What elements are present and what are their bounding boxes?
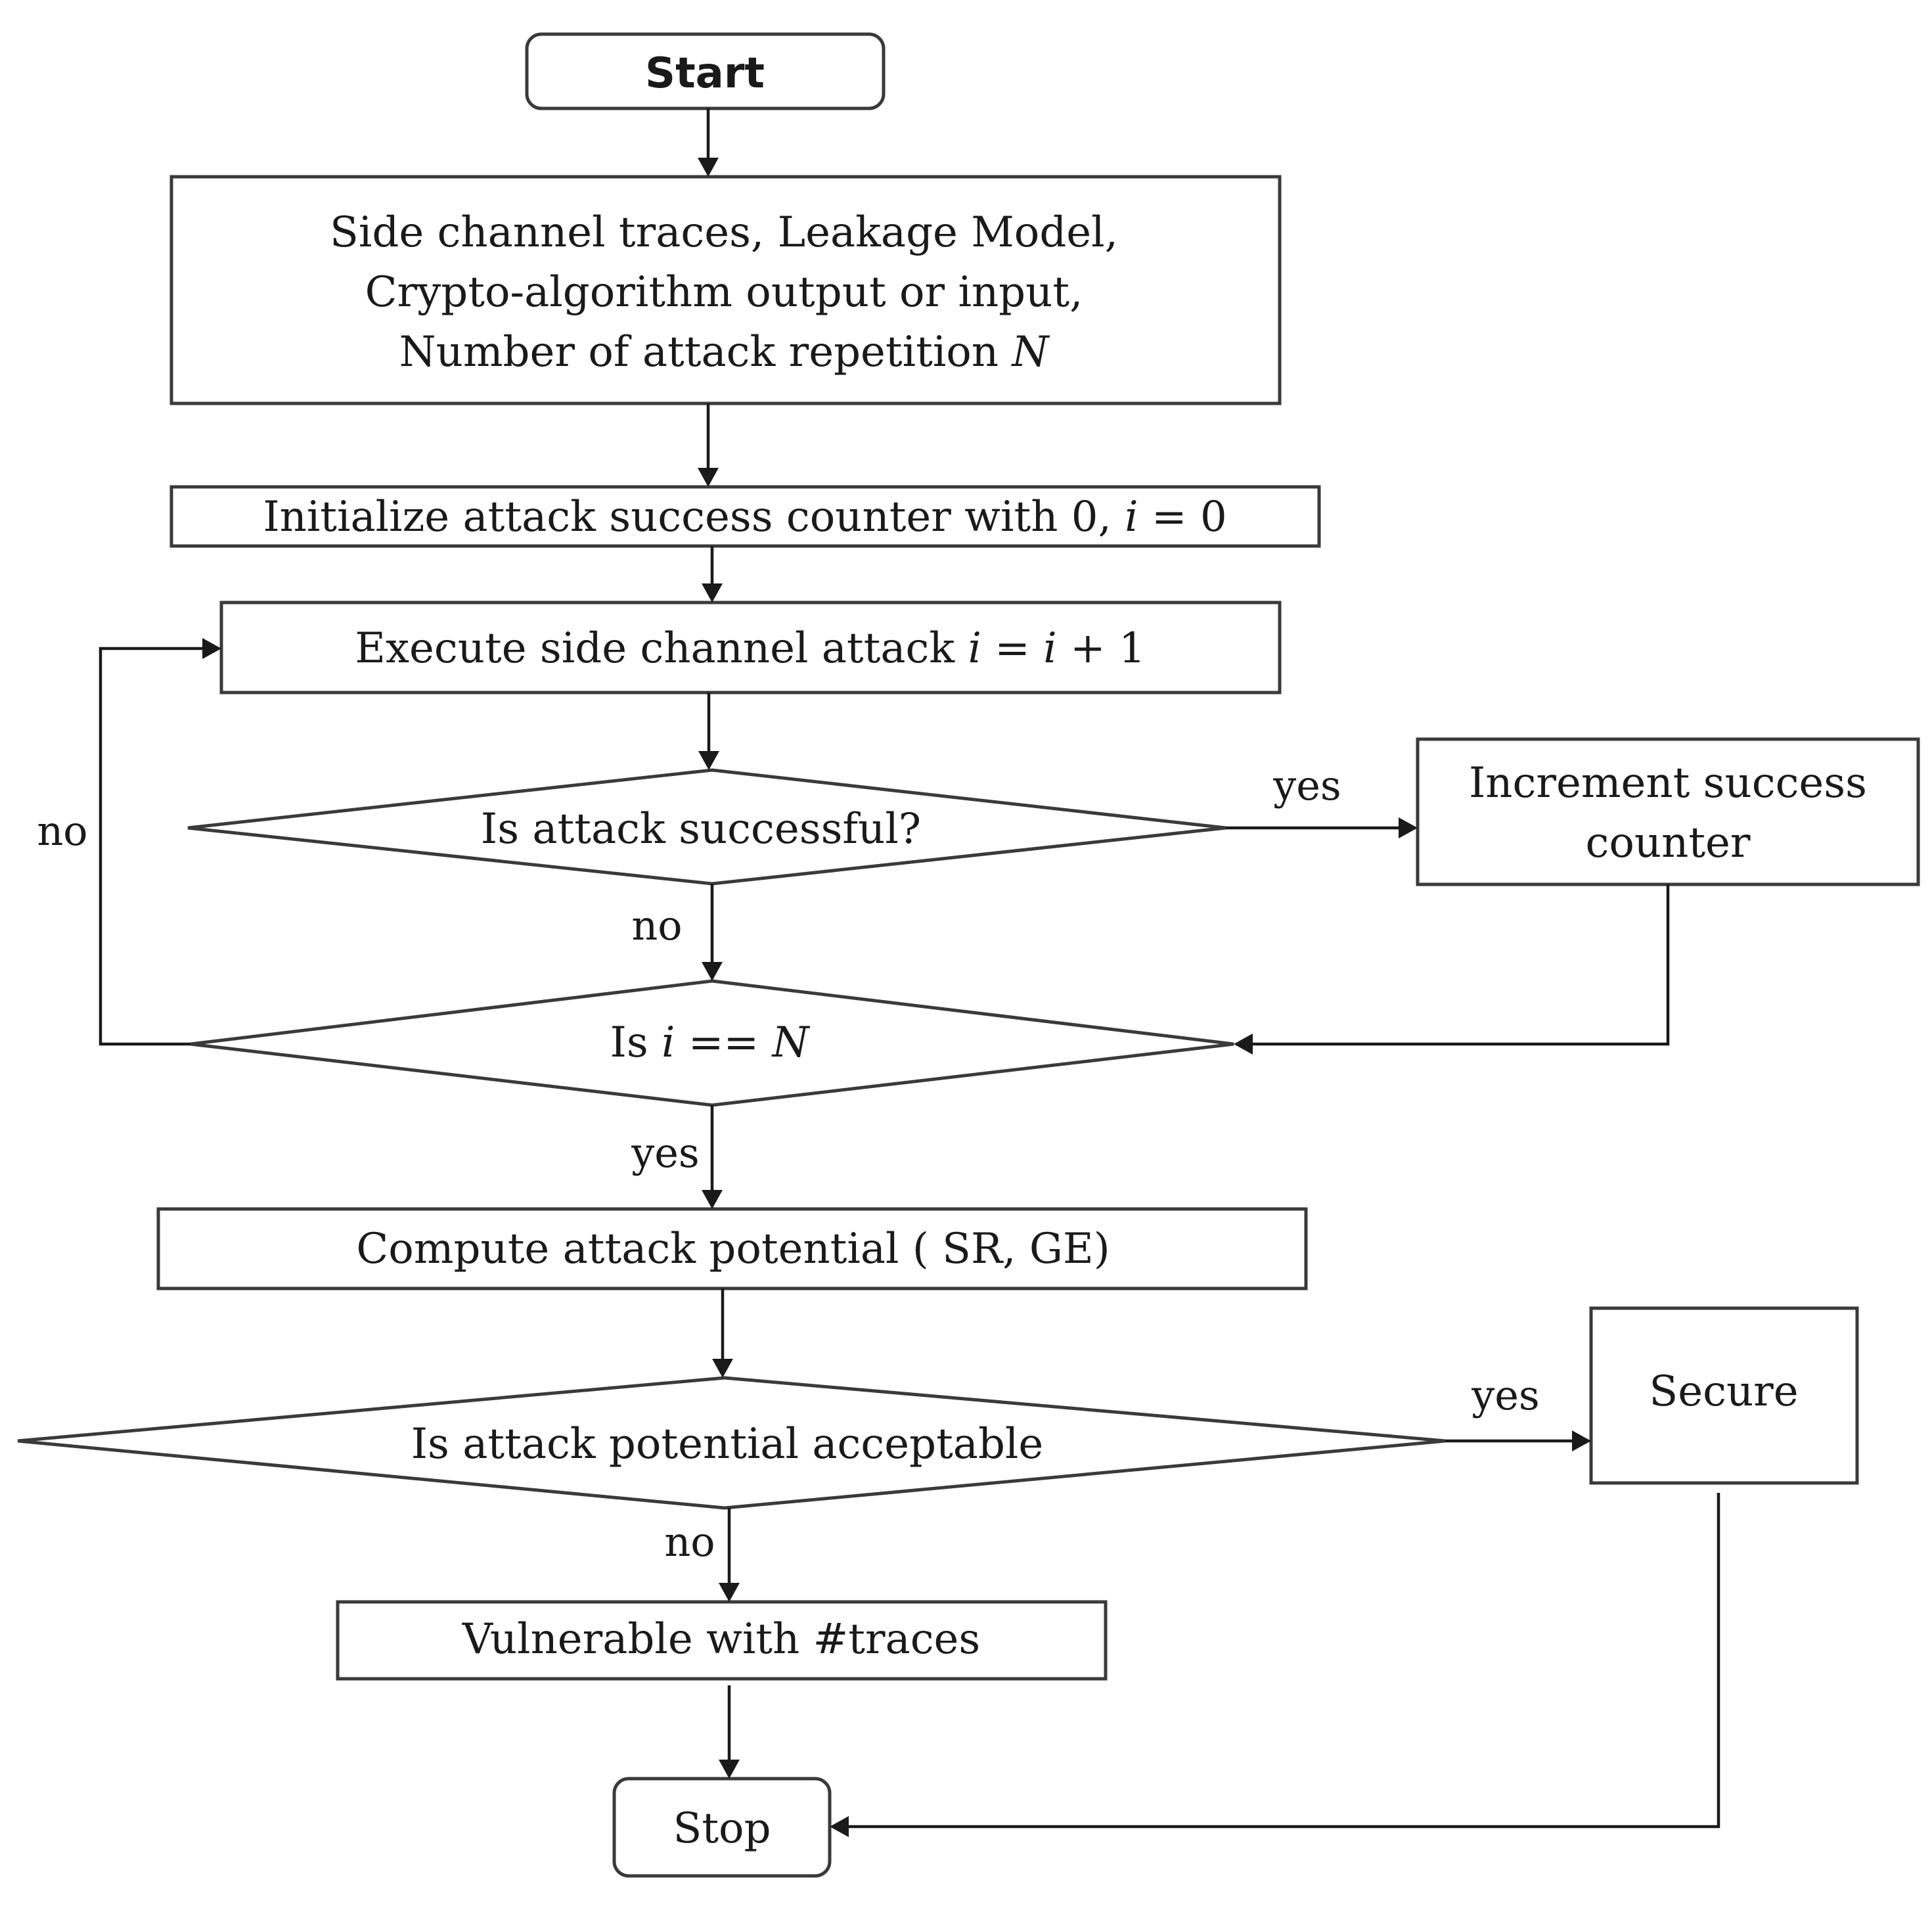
execute-node: Execute side channel attack i = i + 1 [219, 601, 1282, 695]
vulnerable-node: Vulnerable with #traces [336, 1600, 1108, 1681]
compute-label: Compute attack potential ( SR, GE) [356, 1225, 1110, 1273]
edge-compute-to-acceptable [712, 1288, 733, 1378]
execute-var-2: i [1043, 624, 1056, 673]
secure-node: Secure [1589, 1306, 1859, 1485]
decision-count-label: Is i == N [610, 1018, 811, 1067]
edge-success-yes-to-increment [1226, 817, 1418, 838]
decision-count-text: Is [610, 1018, 662, 1067]
edge-vulnerable-to-stop [719, 1685, 740, 1779]
inputs-line-3-text: Number of attack repetition [399, 328, 1012, 376]
secure-label: Secure [1649, 1367, 1798, 1416]
execute-tail: + 1 [1057, 624, 1146, 673]
initialize-var: i [1125, 493, 1138, 541]
inputs-line-3-var: N [1010, 328, 1050, 376]
decision-count-var-2: N [771, 1018, 810, 1067]
execute-label: Execute side channel attack i = i + 1 [355, 624, 1146, 673]
label-acceptable-no: no [664, 1518, 715, 1566]
execute-mid: = [981, 624, 1043, 673]
edge-start-to-inputs [698, 108, 719, 177]
increment-node: Increment success counter [1416, 737, 1920, 886]
execute-text: Execute side channel attack [355, 624, 968, 673]
stop-label: Stop [673, 1804, 771, 1853]
decision-count-var-1: i [662, 1018, 675, 1067]
edge-count-yes-to-compute [702, 1105, 723, 1209]
edge-inputs-to-initialize [698, 403, 719, 487]
start-label: Start [645, 49, 765, 98]
inputs-line-1: Side channel traces, Leakage Model, [330, 208, 1118, 257]
execute-var-1: i [968, 624, 981, 673]
initialize-tail: = 0 [1138, 493, 1227, 541]
edge-execute-to-success [698, 693, 719, 770]
decision-count-node: Is i == N [190, 979, 1234, 1107]
inputs-node: Side channel traces, Leakage Model, Cryp… [169, 175, 1282, 405]
label-success-no: no [631, 901, 682, 949]
initialize-label: Initialize attack success counter with 0… [263, 493, 1226, 541]
label-success-yes: yes [1272, 762, 1341, 809]
edge-secure-to-stop [830, 1493, 1720, 1837]
label-count-no: no [37, 807, 87, 855]
vulnerable-label: Vulnerable with #traces [462, 1615, 981, 1664]
decision-success-label: Is attack successful? [481, 805, 921, 854]
inputs-line-3: Number of attack repetition N [399, 328, 1050, 376]
edge-count-no-loop-to-execute [99, 638, 221, 1046]
initialize-text: Initialize attack success counter with 0… [263, 493, 1125, 541]
decision-acceptable-label: Is attack potential acceptable [411, 1420, 1044, 1469]
label-acceptable-yes: yes [1471, 1371, 1540, 1419]
edge-acceptable-yes-to-secure [1445, 1430, 1591, 1451]
stop-node: Stop [612, 1777, 832, 1878]
edge-initialize-to-execute [702, 546, 723, 603]
initialize-node: Initialize attack success counter with 0… [169, 485, 1321, 548]
increment-line-2: counter [1586, 819, 1751, 867]
edge-acceptable-no-to-vulnerable [719, 1508, 740, 1602]
inputs-line-2: Crypto-algorithm output or input, [365, 268, 1083, 317]
start-node: Start [525, 32, 886, 110]
edge-success-no-to-count [702, 884, 723, 981]
increment-line-1: Increment success [1469, 759, 1867, 808]
decision-success-node: Is attack successful? [187, 768, 1226, 886]
decision-acceptable-node: Is attack potential acceptable [17, 1376, 1446, 1510]
edge-increment-to-count [1234, 884, 1670, 1055]
label-count-yes: yes [631, 1129, 700, 1177]
compute-node: Compute attack potential ( SR, GE) [156, 1207, 1308, 1290]
decision-count-mid: == [675, 1018, 773, 1067]
